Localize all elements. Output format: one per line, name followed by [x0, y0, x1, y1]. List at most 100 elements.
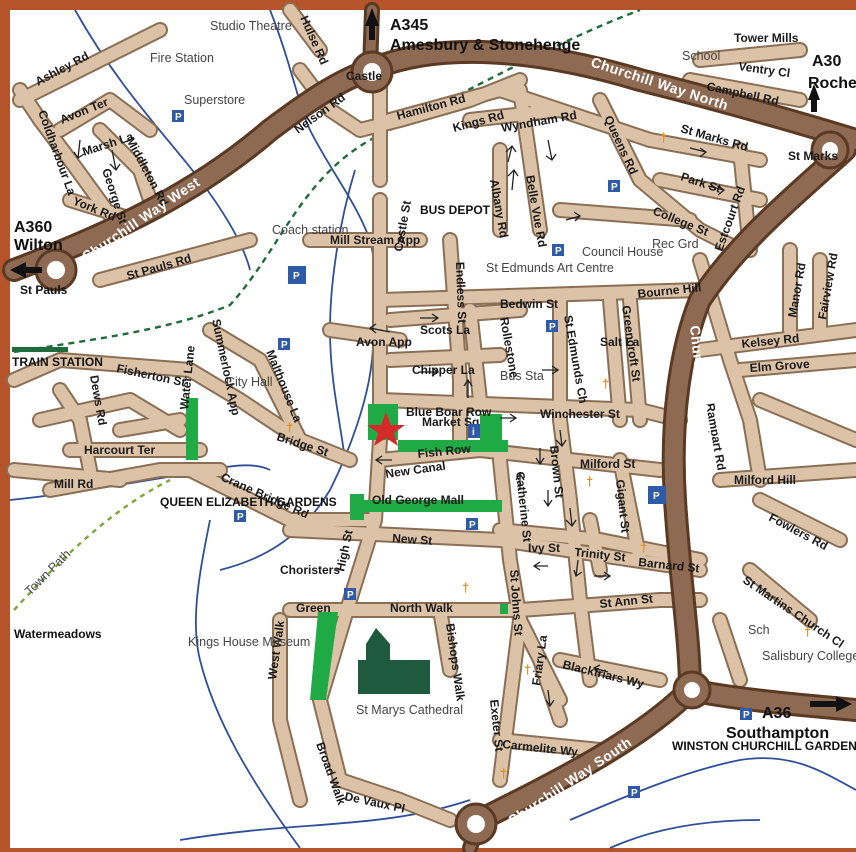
studio-theatre-label: Studio Theatre	[210, 19, 292, 33]
watermeadows-label: Watermeadows	[14, 627, 102, 641]
railway-line	[13, 8, 641, 354]
town-path-line	[13, 478, 171, 611]
svg-text:P: P	[469, 520, 476, 531]
svg-text:P: P	[281, 340, 288, 351]
one-way-arrows	[73, 139, 726, 708]
road-label: Elm Grove	[749, 357, 810, 375]
svg-text:i: i	[472, 427, 475, 438]
road-label: Avon App	[356, 335, 412, 349]
road-label: Barnard St	[638, 555, 700, 575]
road-label: Mill Rd	[54, 477, 93, 491]
salisbury-college-label: Salisbury College	[762, 649, 856, 663]
road-label: Winchester St	[540, 407, 620, 421]
superstore-label: Superstore	[184, 93, 245, 107]
svg-text:P: P	[293, 271, 300, 282]
parking-icon: P	[234, 510, 246, 523]
church-markers: † † † † † † † † †	[286, 130, 811, 781]
bus-depot-label: BUS DEPOT	[420, 203, 491, 217]
svg-text:P: P	[347, 590, 354, 601]
road-label: Green	[296, 601, 331, 615]
svg-text:P: P	[549, 322, 556, 333]
rochester-label: Rocheste Cour	[808, 75, 856, 92]
road-label: New St	[392, 531, 433, 548]
parking-icon: P	[552, 244, 564, 257]
fire-station-label: Fire Station	[150, 51, 214, 65]
road-label: Kelsey Rd	[741, 331, 800, 351]
star-marker-icon	[367, 412, 405, 446]
train-station-label: TRAIN STATION	[12, 355, 103, 369]
minor-roads-fill	[8, 4, 856, 826]
parking-icon: P	[608, 180, 620, 193]
road-label: Bourne Hill	[637, 280, 702, 301]
st-marys-cathedral-label: St Marys Cathedral	[356, 703, 463, 717]
amesbury-label: Amesbury & Stonehenge	[390, 37, 580, 54]
parking-icon: P	[648, 486, 666, 504]
parking-icon: P	[288, 266, 306, 284]
road-label: Harcourt Ter	[84, 443, 155, 457]
svg-text:P: P	[631, 788, 638, 799]
church-icon: †	[640, 540, 647, 555]
road-label: St Johns St	[507, 569, 526, 636]
parking-signs: P P P P P P P P P P P P i	[172, 110, 752, 799]
st-pauls-label: St Pauls	[20, 283, 68, 297]
road-label: Milford Hill	[734, 473, 796, 487]
council-house-label: Council House	[582, 245, 663, 259]
bridge-icon	[12, 347, 68, 352]
parking-icon: P	[628, 786, 640, 799]
road-label: Old George Mall	[372, 493, 464, 507]
road-label: Castle	[346, 69, 382, 83]
road-label: Tower Mills	[734, 31, 799, 45]
road-label: Fish Row	[417, 441, 472, 461]
kings-house-museum-label: Kings House Museum	[188, 635, 310, 649]
school-label: School	[682, 49, 720, 63]
church-icon: †	[586, 474, 593, 489]
church-icon: †	[286, 420, 293, 435]
parking-icon: P	[546, 320, 558, 333]
queen-elizabeth-gardens-label: QUEEN ELIZABETH GARDENS	[160, 495, 337, 509]
road-label: Bedwin St	[500, 297, 558, 311]
road-label: St Marks	[788, 149, 838, 163]
parking-icon: P	[740, 708, 752, 721]
a30-label: A30	[812, 53, 841, 70]
city-hall-label: City Hall	[226, 375, 273, 389]
parking-icon: P	[278, 338, 290, 351]
rec-grd-label: Rec Grd	[652, 237, 699, 251]
road-label: Exeter St	[487, 699, 506, 752]
church-icon: †	[660, 130, 667, 145]
coach-station-label: Coach station	[272, 223, 348, 237]
road-label: Water Lane	[177, 345, 198, 411]
school-label-south: Sch	[748, 623, 770, 637]
road-label: Salt La	[600, 335, 640, 349]
a360-label: A360	[14, 219, 52, 236]
road-label: North Walk	[390, 601, 453, 615]
wilton-label: Wilton	[14, 237, 63, 254]
parking-icon: P	[344, 588, 356, 601]
road-label: Chipper La	[412, 363, 475, 377]
road-label: Choristers	[280, 563, 340, 577]
place-labels: Studio Theatre Fire Station Superstore S…	[12, 19, 856, 753]
road-label: Market Sq	[422, 415, 479, 429]
svg-text:P: P	[555, 246, 562, 257]
svg-text:P: P	[175, 112, 182, 123]
road-label: Gigant St	[613, 479, 632, 534]
winston-churchill-gardens-label: WINSTON CHURCHILL GARDENS	[672, 739, 856, 753]
svg-text:P: P	[653, 491, 660, 502]
road-label: Trinity St	[574, 545, 627, 564]
southampton-label: Southampton	[726, 725, 829, 742]
exit-arrows	[10, 8, 852, 712]
svg-text:P: P	[611, 182, 618, 193]
info-icon: i	[468, 424, 480, 438]
church-icon: †	[602, 376, 609, 391]
svg-text:P: P	[743, 710, 750, 721]
road-label: Endless St	[453, 262, 469, 324]
a36-label: A36	[762, 705, 791, 722]
a345-label: A345	[390, 17, 428, 34]
bus-station-label: Bus Sta	[500, 369, 544, 383]
church-icon: †	[462, 580, 469, 595]
road-label: Blue Boar Row	[406, 405, 492, 419]
church-icon: †	[500, 766, 507, 781]
road-label: Milford St	[580, 457, 635, 471]
cathedral-icon	[358, 628, 430, 694]
